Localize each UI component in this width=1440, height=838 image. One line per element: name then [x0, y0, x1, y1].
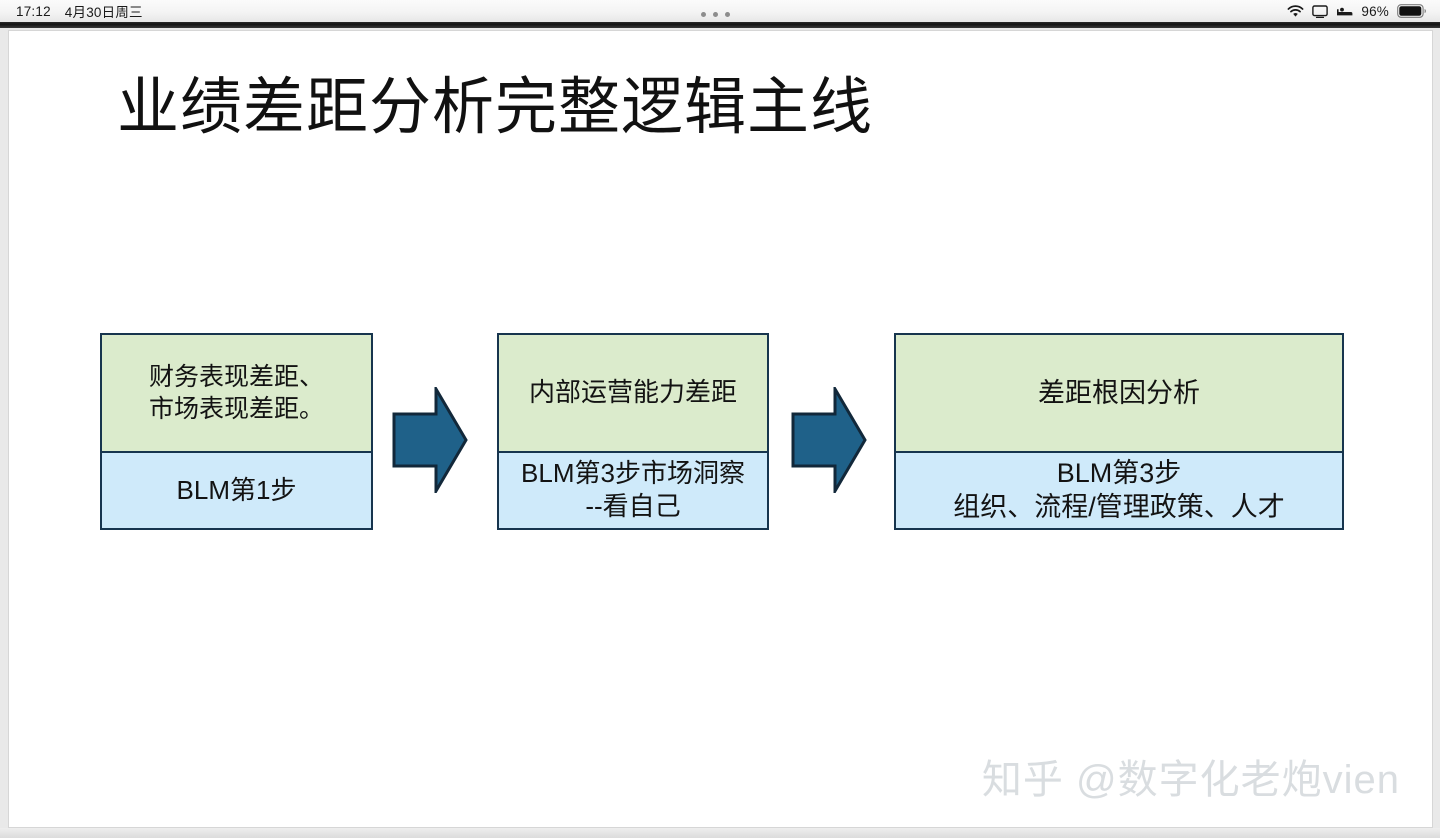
status-bar-left: 17:12 4月30日周三 — [16, 1, 143, 21]
notch-dots — [700, 11, 730, 17]
flow-box-2-blm-step: BLM第3步市场洞察 --看自己 — [499, 450, 767, 528]
screen-mirroring-icon — [1312, 4, 1329, 18]
status-bar-right: 96% — [1287, 4, 1426, 19]
flow-box-1[interactable]: 财务表现差距、 市场表现差距。 BLM第1步 — [100, 333, 373, 530]
flow-box-2[interactable]: 内部运营能力差距 BLM第3步市场洞察 --看自己 — [497, 333, 769, 530]
flow-box-3-blm-step: BLM第3步 组织、流程/管理政策、人才 — [896, 450, 1342, 528]
battery-icon — [1397, 4, 1426, 18]
status-time: 17:12 — [16, 3, 51, 19]
right-arrow-icon-2 — [791, 383, 867, 497]
flow-box-3-gap-label: 差距根因分析 — [896, 335, 1342, 451]
sleep-focus-icon — [1336, 5, 1353, 17]
screen-bezel-line — [0, 22, 1440, 28]
notch-dot — [712, 11, 718, 17]
right-arrow-icon-1 — [392, 383, 468, 497]
app-body: 业绩差距分析完整逻辑主线 财务表现差距、 市场表现差距。 BLM第1步 内部运营… — [0, 28, 1440, 838]
battery-percent: 96% — [1361, 3, 1389, 19]
watermark: 知乎 @数字化老炮vien — [981, 758, 1400, 802]
notch-dot — [700, 11, 706, 17]
flow-box-3[interactable]: 差距根因分析 BLM第3步 组织、流程/管理政策、人才 — [894, 333, 1344, 530]
status-bar: 17:12 4月30日周三 96% — [0, 0, 1440, 22]
flow-box-2-gap-label: 内部运营能力差距 — [499, 335, 767, 451]
notch-dot — [724, 11, 730, 17]
wifi-icon — [1287, 4, 1304, 18]
status-date: 4月30日周三 — [64, 5, 143, 20]
flow-box-1-gap-label: 财务表现差距、 市场表现差距。 — [102, 335, 371, 451]
page-title: 业绩差距分析完整逻辑主线 — [117, 73, 874, 142]
flow-box-1-blm-step: BLM第1步 — [102, 450, 371, 528]
bottom-bezel — [0, 828, 1440, 838]
slide-canvas: 业绩差距分析完整逻辑主线 财务表现差距、 市场表现差距。 BLM第1步 内部运营… — [8, 30, 1433, 828]
